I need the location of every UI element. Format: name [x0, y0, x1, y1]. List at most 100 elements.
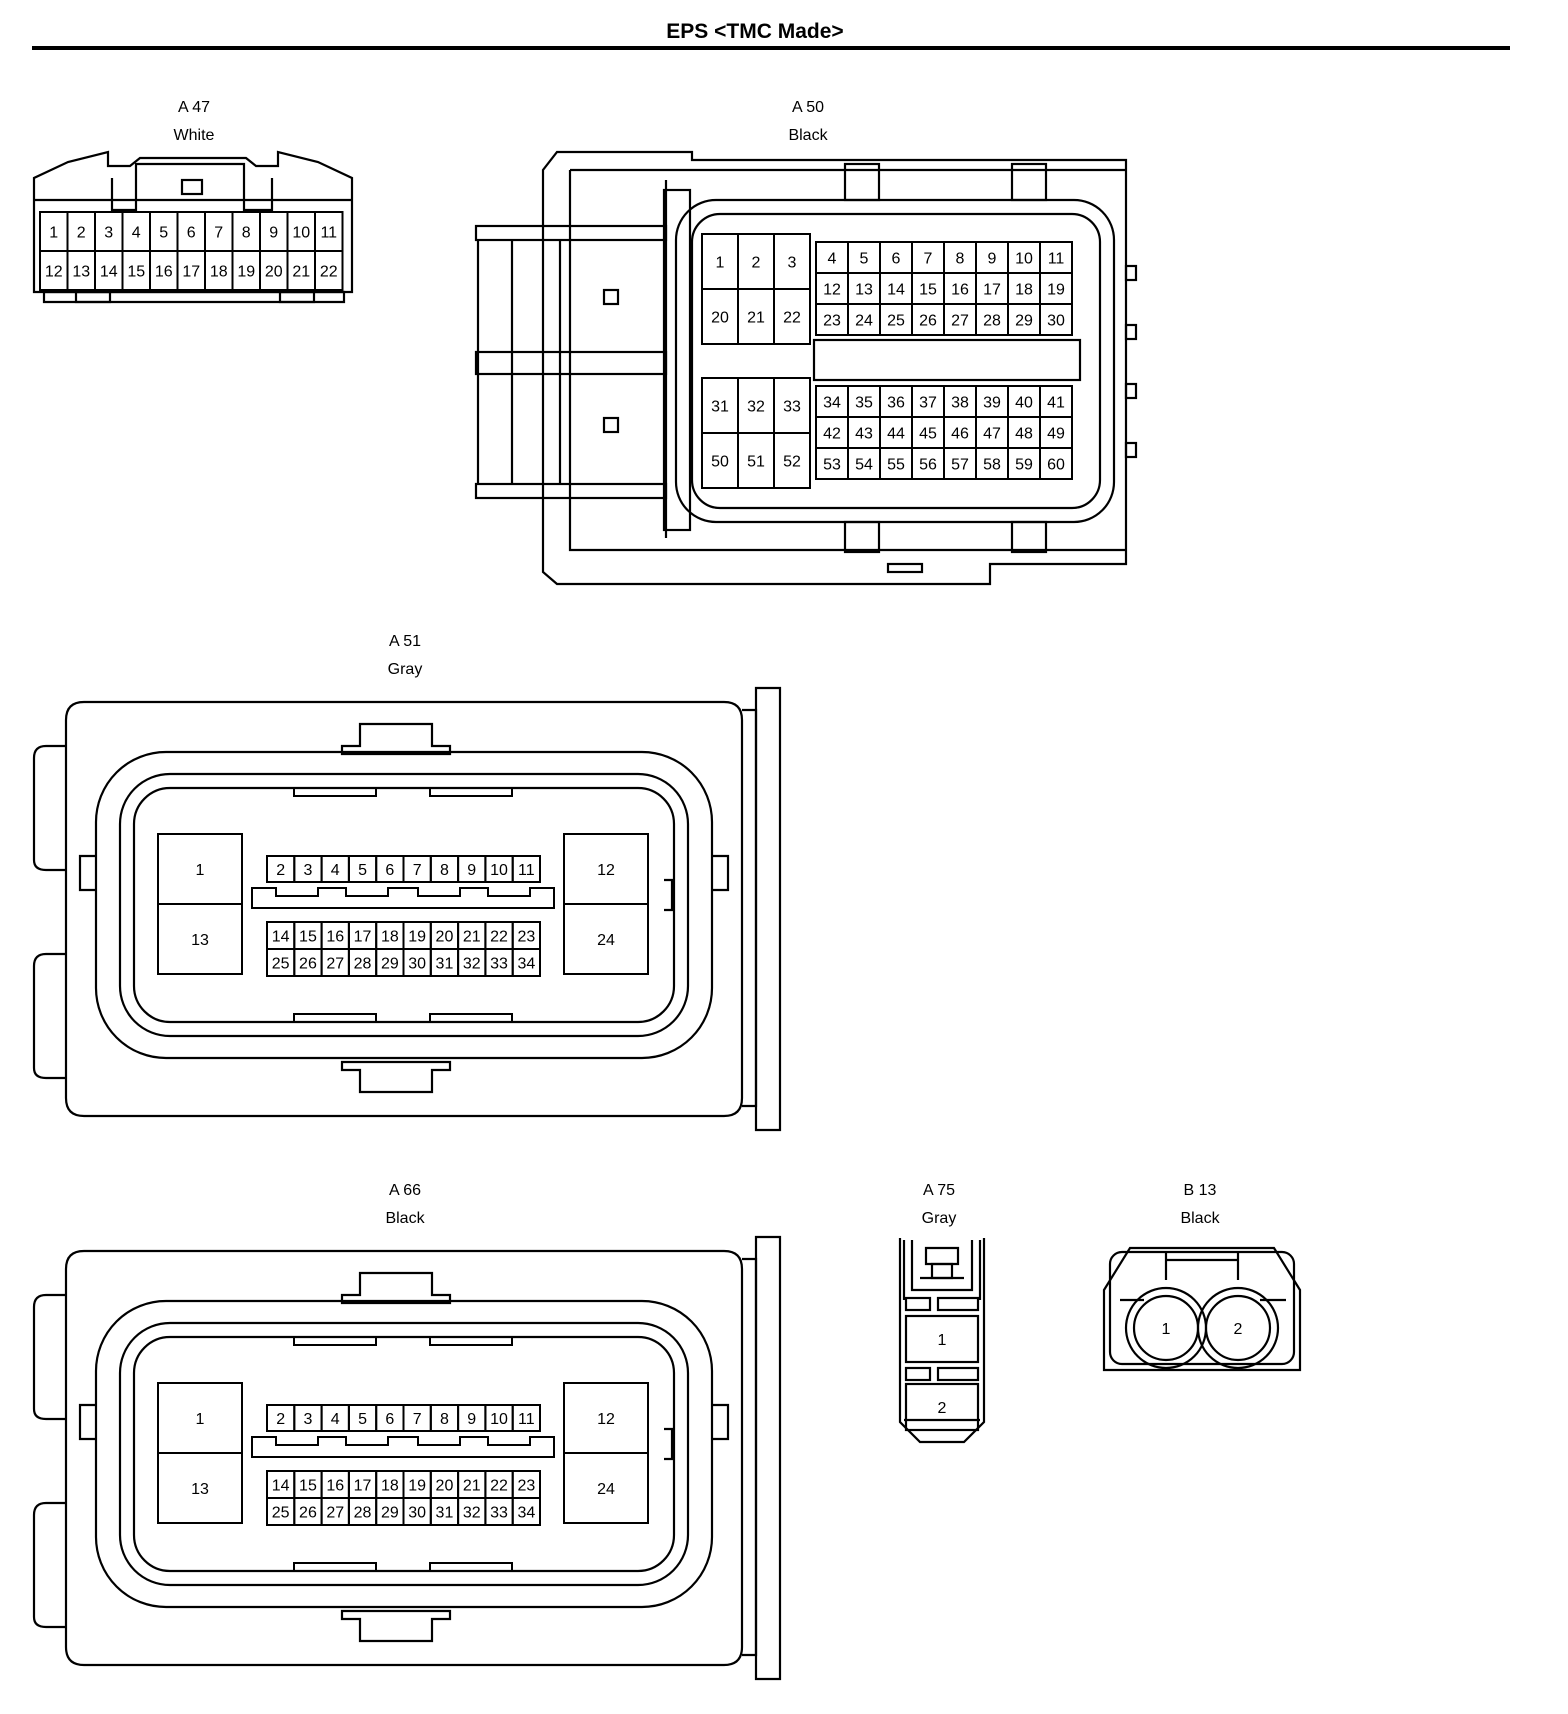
pin-number: 50	[711, 453, 729, 470]
pin-cell: 27	[943, 303, 977, 336]
pin-cell: 13	[157, 903, 243, 975]
pin-cell: 12	[39, 250, 69, 291]
pin-cell: 6	[375, 855, 405, 883]
pin-number: 28	[983, 312, 1001, 329]
pin-cell: 20	[429, 1470, 460, 1499]
pin-cell: 10	[484, 1404, 514, 1432]
pin-number: 30	[408, 1504, 426, 1521]
pin-cell: 16	[943, 272, 977, 305]
pin-number: 2	[752, 254, 761, 271]
pin-cell: 34	[511, 1497, 542, 1526]
pin-cell: 41	[1039, 385, 1073, 418]
pin-number: 16	[326, 1477, 344, 1494]
pin-cell: 14	[94, 250, 124, 291]
connector-label-b13: B 13 Black	[1090, 1177, 1310, 1233]
pin-cell: 6	[375, 1404, 405, 1432]
pin-number: 6	[385, 862, 394, 879]
pin-number: 12	[597, 1411, 615, 1428]
pin-cell: 32	[737, 377, 775, 434]
pin-number: 2	[77, 224, 86, 241]
pin-number: 8	[956, 250, 965, 267]
pin-cell: 13	[66, 250, 96, 291]
pin-number: 19	[237, 263, 255, 280]
pin-number: 26	[299, 955, 317, 972]
pin-number: 15	[299, 1477, 317, 1494]
pin-number: 29	[1015, 312, 1033, 329]
pin-cell: 1	[39, 211, 69, 252]
pin-number: 15	[299, 928, 317, 945]
connector-color: Black	[788, 127, 828, 144]
pin-number: 55	[887, 456, 905, 473]
pin-number: 28	[354, 955, 372, 972]
pin-cell: 33	[773, 377, 811, 434]
pin-number: 25	[887, 312, 905, 329]
pin-cell: 7	[911, 241, 945, 274]
pin-cell: 10	[484, 855, 514, 883]
pin-cell: 30	[402, 1497, 432, 1526]
pin-cell: 29	[1007, 303, 1041, 336]
pin-number: 16	[951, 281, 969, 298]
pin-cell: 12	[563, 833, 649, 905]
pin-cell: 4	[320, 1404, 350, 1432]
pin-number: 22	[320, 263, 338, 280]
pin-number: 12	[597, 862, 615, 879]
pin-cell: 15	[911, 272, 945, 305]
pin-number: 43	[855, 425, 873, 442]
pin-number: 19	[408, 928, 426, 945]
connector-color: Black	[385, 1210, 425, 1227]
title-rule	[32, 46, 1510, 50]
pin-cell: 15	[293, 921, 323, 950]
connector-color: Gray	[921, 1210, 957, 1227]
pin-cell: 16	[320, 1470, 350, 1499]
connector-id: B 13	[1183, 1182, 1217, 1199]
pin-cell: 2	[266, 855, 296, 883]
pin-number: 44	[887, 425, 905, 442]
pin-number: 5	[358, 862, 367, 879]
pin-cell: 17	[176, 250, 206, 291]
pin-cell: 34	[511, 948, 542, 977]
pin-cell: 14	[266, 1470, 296, 1499]
pin-cell: 32	[457, 948, 487, 977]
pin-cell: 2	[266, 1404, 296, 1432]
pin-cell: 40	[1007, 385, 1041, 418]
pin-cell: 8	[231, 211, 261, 252]
pin-cell: 1	[701, 233, 739, 290]
pin-number: 2	[938, 1400, 947, 1417]
pin-number: 18	[381, 928, 399, 945]
pin-number: 26	[299, 1504, 317, 1521]
pin-cell: 28	[347, 1497, 378, 1526]
pin-number: 60	[1047, 456, 1065, 473]
pin-cell: 17	[347, 1470, 378, 1499]
pin-number: 31	[436, 955, 454, 972]
pin-cell: 58	[975, 447, 1009, 480]
pin-cell: 21	[457, 921, 487, 950]
pin-number: 14	[272, 1477, 290, 1494]
page-title: EPS <TMC Made>	[666, 20, 844, 43]
pin-number: 24	[597, 932, 615, 949]
pin-cell: 8	[429, 855, 460, 883]
pin-cell: 24	[847, 303, 881, 336]
pin-number: 15	[127, 263, 145, 280]
pin-number: 17	[354, 928, 372, 945]
pin-cell: 1	[157, 833, 243, 905]
pin-number: 18	[381, 1477, 399, 1494]
pin-number: 40	[1015, 394, 1033, 411]
pin-cell: 18	[1007, 272, 1041, 305]
pin-number: 3	[788, 254, 797, 271]
pin-cell: 19	[402, 921, 432, 950]
pin-cell: 29	[375, 1497, 405, 1526]
pin-cell: 23	[511, 1470, 542, 1499]
pin-number: 10	[292, 224, 310, 241]
pin-cell: 31	[701, 377, 739, 434]
pin-cell: 23	[511, 921, 542, 950]
pin-cell: 20	[259, 250, 289, 291]
pin-number: 30	[1047, 312, 1065, 329]
pin-cell: 33	[484, 1497, 514, 1526]
pin-number: 4	[331, 862, 340, 879]
pin-cell: 3	[94, 211, 124, 252]
pin-cell: 12	[815, 272, 849, 305]
pin-cell: 22	[773, 288, 811, 345]
